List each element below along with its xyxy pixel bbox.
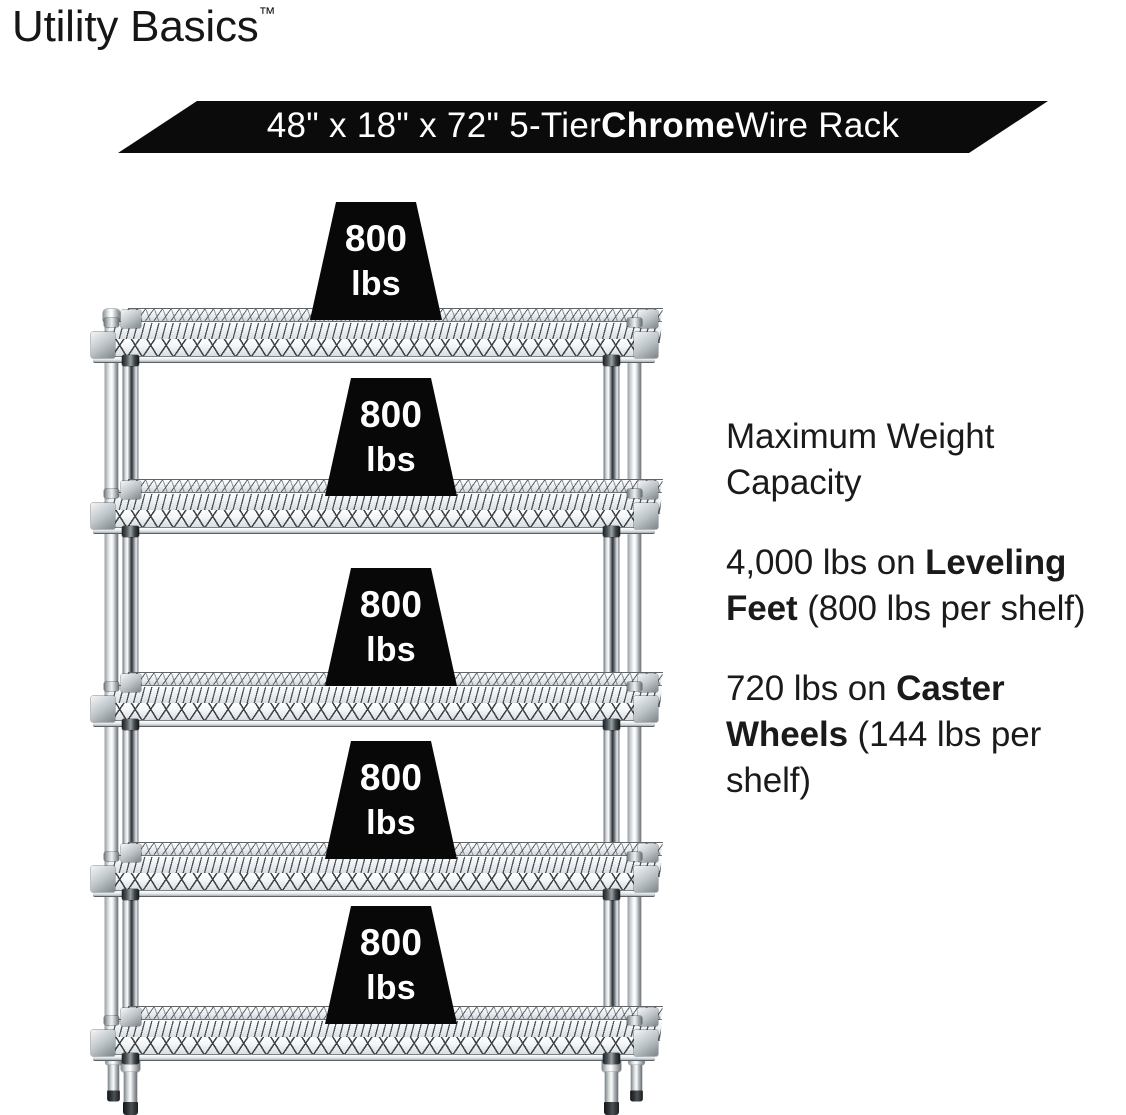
shelf-post-collar-front-right <box>603 719 620 730</box>
leveling-foot-stem <box>630 1065 643 1091</box>
spec-heading-line-2: Capacity <box>726 463 862 502</box>
weight-callout-shelf-1: 800 lbs <box>310 202 442 320</box>
shelf-front-right-bracket <box>634 332 658 358</box>
shelf-front-edge-wire <box>93 356 655 363</box>
shelf-post-collar-front-right <box>603 1053 620 1064</box>
weight-callout-value: 800 <box>359 922 423 964</box>
shelf-front-left-bracket <box>91 332 115 358</box>
weight-callout-shelf-5: 800 lbs <box>325 906 457 1024</box>
banner-background-shape <box>118 101 1048 153</box>
shelf-post-collar-rear-right <box>627 318 642 327</box>
weight-callout-shelf-3: 800 lbs <box>325 568 457 686</box>
weight-callout-unit: lbs <box>366 804 416 843</box>
leveling-foot-stem <box>124 1072 137 1102</box>
shelf-front-edge-wire <box>93 720 655 727</box>
leveling-feet-total: 4,000 lbs on <box>726 543 926 582</box>
shelf-post-collar-front-right <box>603 889 620 900</box>
weight-callout-shelf-2: 800 lbs <box>325 378 457 496</box>
brand-name: Utility Basics <box>12 2 259 51</box>
shelf-post-collar-rear-left <box>104 852 119 861</box>
shelf-post-collar-front-left <box>122 889 139 900</box>
spacer <box>726 506 1114 540</box>
leveling-foot-stem <box>605 1072 618 1102</box>
shelf-rear-left-bracket <box>121 481 141 499</box>
shelf-rear-left-bracket <box>121 844 141 862</box>
shelf-post-collar-front-right <box>603 355 620 366</box>
weight-callout-value: 800 <box>359 584 423 626</box>
banner-product-text: Wire Rack <box>735 106 900 145</box>
shelf-rear-right-bracket <box>638 844 658 862</box>
caster-wheels-capacity: 720 lbs on Caster Wheels (144 lbs per sh… <box>726 666 1114 804</box>
shelf-tier-3 <box>85 672 663 740</box>
shelf-rear-right-bracket <box>638 310 658 328</box>
caster-wheels-detail: (144 lbs per shelf) <box>726 715 1042 800</box>
spec-copy-block: Maximum Weight Capacity 4,000 lbs on Lev… <box>726 414 1114 804</box>
leveling-foot-stem <box>107 1065 120 1091</box>
shelf-front-edge-wire <box>93 1054 655 1061</box>
shelf-post-collar-front-right <box>603 526 620 537</box>
shelf-rear-left-bracket <box>121 674 141 692</box>
shelf-post-collar-rear-left <box>104 489 119 498</box>
shelf-front-left-bracket <box>91 1030 115 1056</box>
banner-finish-text: Chrome <box>601 106 736 145</box>
leveling-foot-rubber-tip <box>630 1090 643 1102</box>
shelf-tier-4 <box>85 842 663 910</box>
caster-wheels-emphasis: Caster Wheels <box>726 669 1005 754</box>
shelf-rear-left-bracket <box>121 1008 141 1026</box>
shelf-tier-2 <box>85 479 663 547</box>
caster-wheels-total: 720 lbs on <box>726 669 897 708</box>
weight-callout-unit: lbs <box>351 265 401 304</box>
leveling-feet-detail: (800 lbs per shelf) <box>797 589 1086 628</box>
leveling-foot-rubber-tip <box>123 1102 138 1115</box>
shelf-rear-left-bracket <box>121 310 141 328</box>
leveling-feet-capacity: 4,000 lbs on Leveling Feet (800 lbs per … <box>726 540 1114 632</box>
shelf-post-collar-front-left <box>122 719 139 730</box>
shelf-front-right-bracket <box>634 696 658 722</box>
leveling-foot-rubber-tip <box>107 1090 120 1102</box>
brand-logo: Utility Basics™ <box>12 2 276 52</box>
shelf-post-collar-rear-left <box>104 1016 119 1025</box>
shelf-front-left-bracket <box>91 503 115 529</box>
weight-callout-unit: lbs <box>366 441 416 480</box>
shelf-rear-right-bracket <box>638 674 658 692</box>
shelf-front-right-bracket <box>634 866 658 892</box>
shelf-post-collar-rear-left <box>104 682 119 691</box>
shelf-post-collar-front-left <box>122 355 139 366</box>
leveling-foot-rubber-tip <box>604 1102 619 1115</box>
shelf-rear-right-bracket <box>638 481 658 499</box>
shelf-tier-1 <box>85 308 663 376</box>
spec-heading: Maximum Weight Capacity <box>726 414 1114 506</box>
trademark-symbol: ™ <box>258 4 276 23</box>
shelf-tier-5 <box>85 1006 663 1074</box>
wire-rack-illustration: 800 lbs 800 lbs 800 lbs 800 lbs 800 lbs <box>85 196 663 1115</box>
shelf-front-left-bracket <box>91 696 115 722</box>
shelf-post-collar-rear-right <box>627 489 642 498</box>
banner-title-text: 48" x 18" x 72" 5-Tier Chrome Wire Rack <box>118 101 1048 153</box>
leveling-feet-emphasis: Leveling Feet <box>726 543 1067 628</box>
shelf-front-right-bracket <box>634 1030 658 1056</box>
weight-callout-value: 800 <box>344 218 408 260</box>
shelf-post-collar-front-left <box>122 1053 139 1064</box>
shelf-post-collar-front-left <box>122 526 139 537</box>
shelf-front-right-bracket <box>634 503 658 529</box>
weight-callout-shelf-4: 800 lbs <box>325 741 457 859</box>
spec-heading-line-1: Maximum Weight <box>726 417 995 456</box>
shelf-post-collar-rear-right <box>627 852 642 861</box>
weight-callout-unit: lbs <box>366 969 416 1008</box>
shelf-front-edge-wire <box>93 890 655 897</box>
weight-callout-value: 800 <box>359 757 423 799</box>
shelf-post-collar-rear-right <box>627 1016 642 1025</box>
shelf-post-collar-rear-left <box>104 318 119 327</box>
shelf-front-edge-wire <box>93 527 655 534</box>
banner-dimensions-text: 48" x 18" x 72" 5-Tier <box>266 106 602 145</box>
shelf-post-collar-rear-right <box>627 682 642 691</box>
weight-callout-value: 800 <box>359 394 423 436</box>
spacer <box>726 632 1114 666</box>
shelf-rear-right-bracket <box>638 1008 658 1026</box>
shelf-front-left-bracket <box>91 866 115 892</box>
product-title-banner: 48" x 18" x 72" 5-Tier Chrome Wire Rack <box>118 101 1048 153</box>
weight-callout-unit: lbs <box>366 631 416 670</box>
